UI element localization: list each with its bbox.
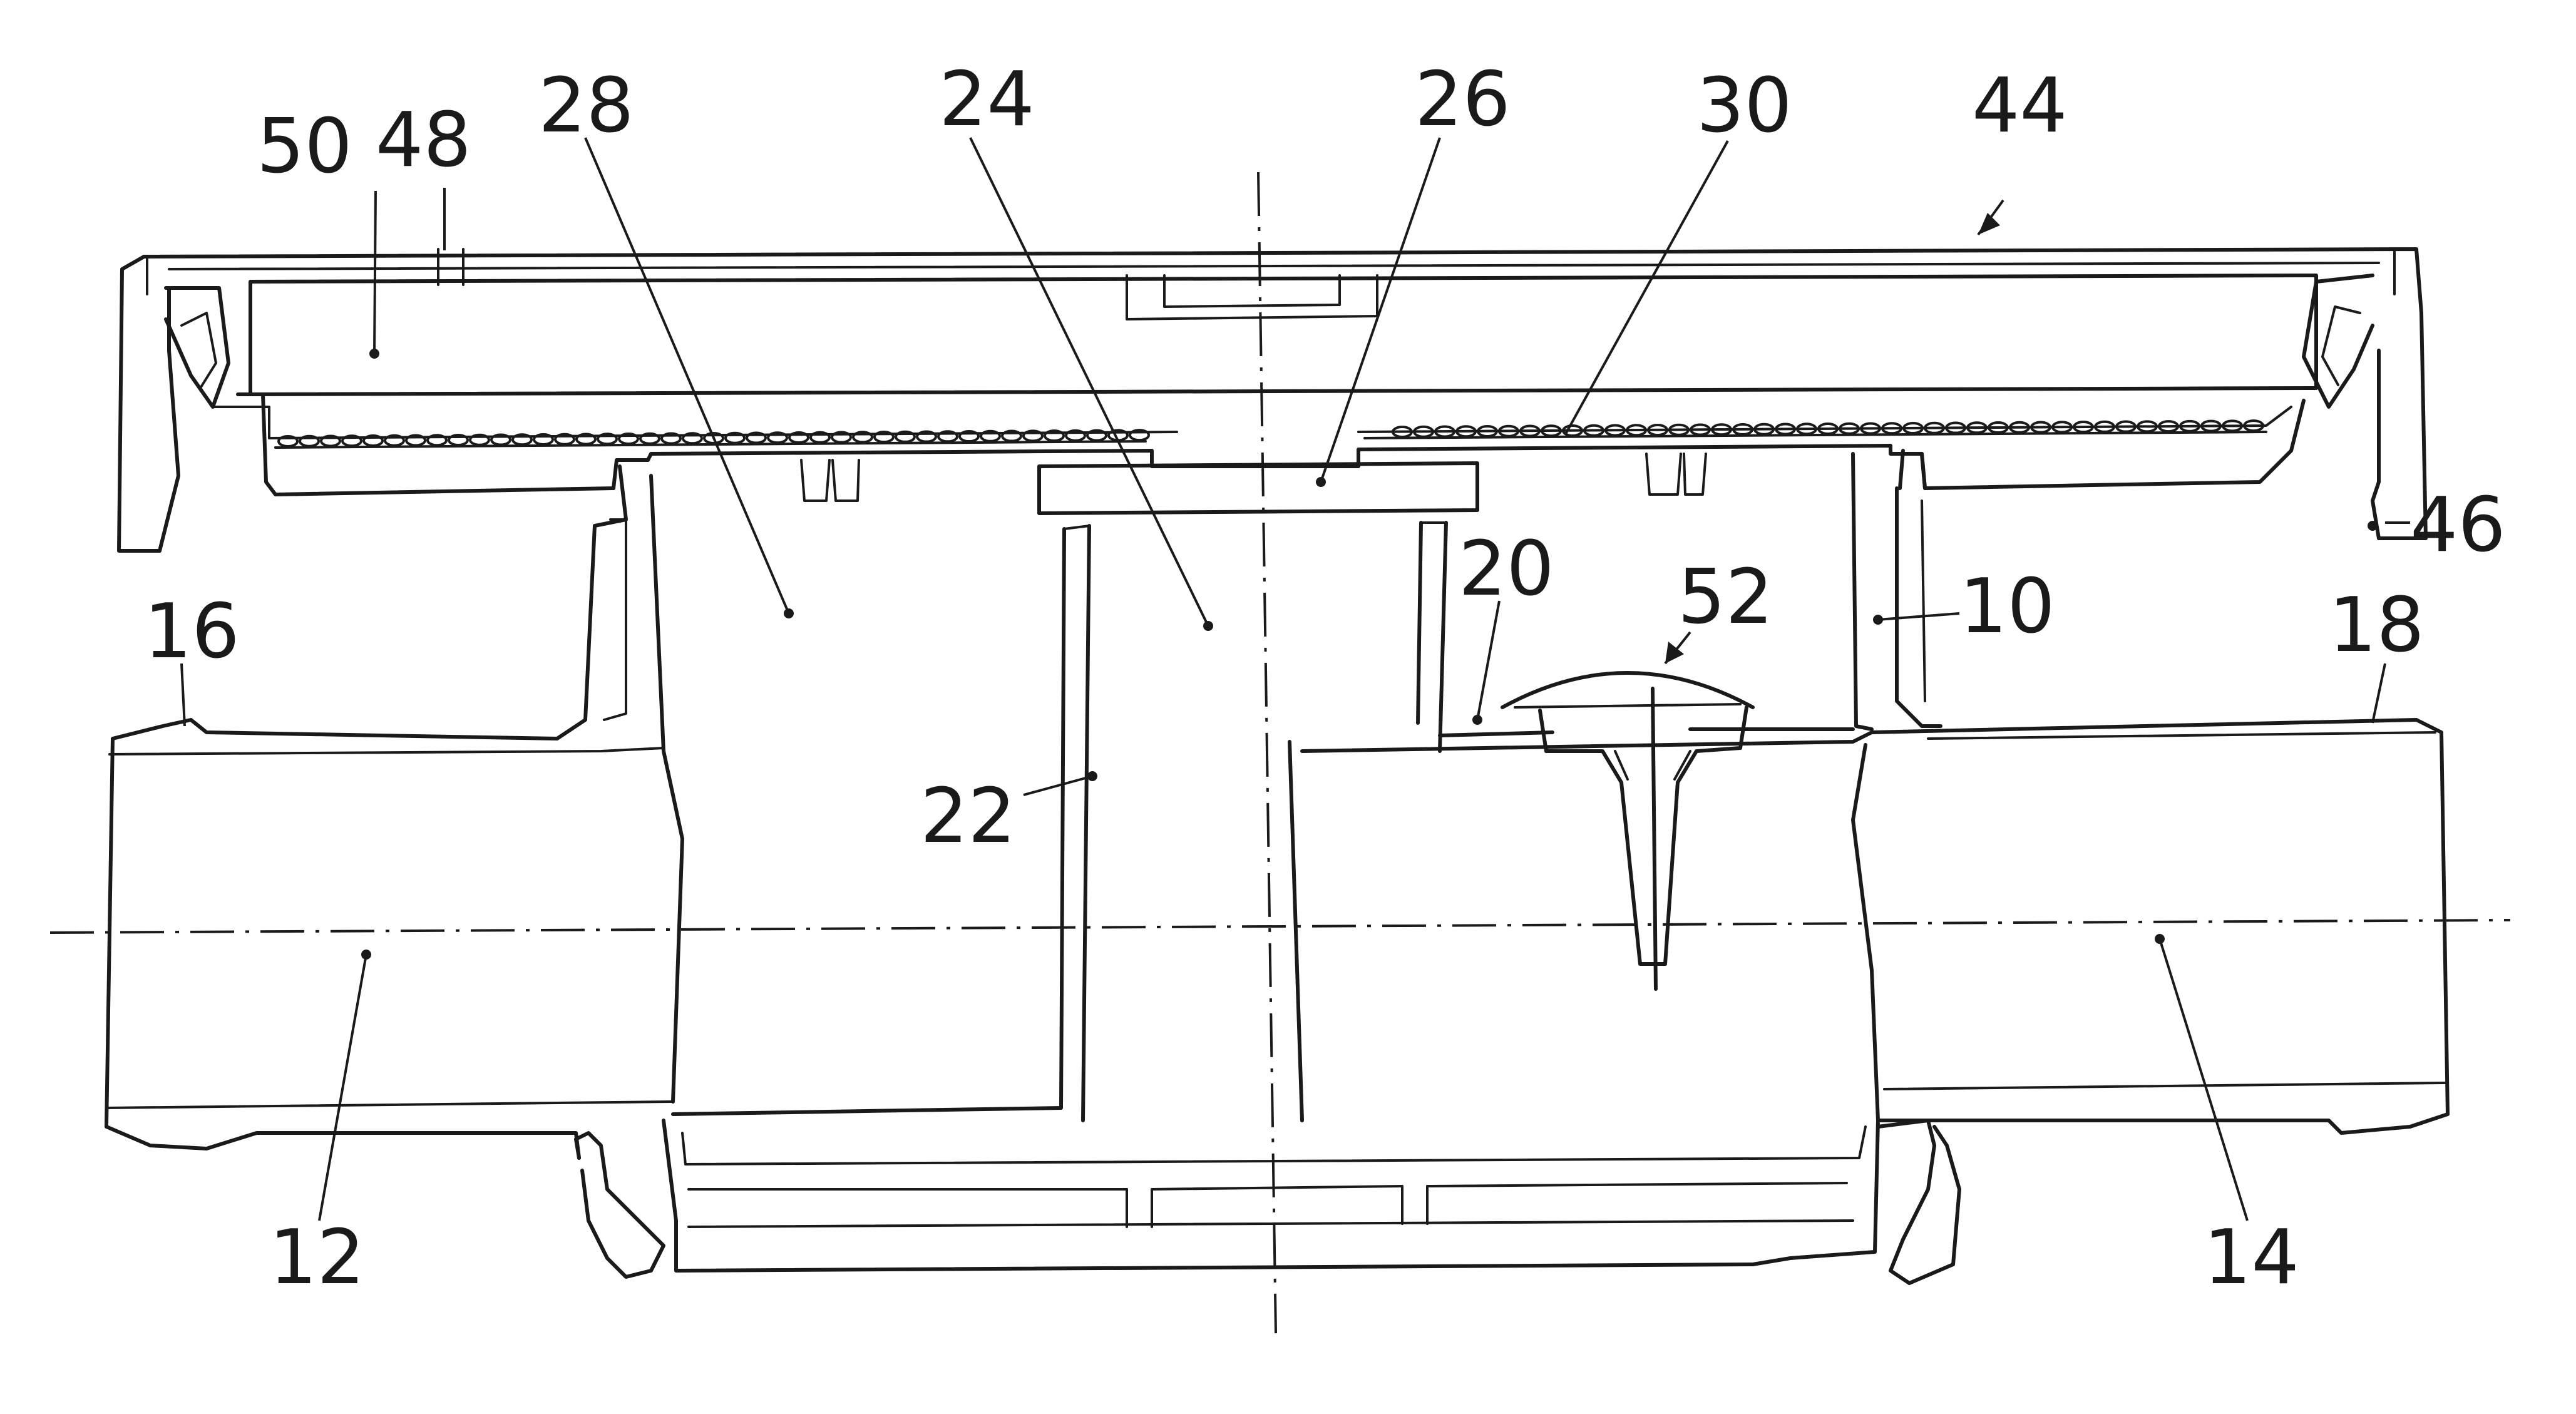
bottom-cap — [576, 1120, 1959, 1283]
label-24: 24 — [939, 56, 1035, 143]
label-48: 48 — [376, 97, 471, 184]
label-10: 10 — [1959, 563, 2055, 650]
label-50: 50 — [257, 103, 352, 190]
label-12: 12 — [269, 1214, 365, 1301]
label-14: 14 — [2204, 1214, 2299, 1301]
label-28: 28 — [538, 63, 634, 150]
vertical-center-axis — [1258, 172, 1276, 1333]
plate-26 — [1039, 463, 1477, 513]
label-44: 44 — [1972, 63, 2068, 150]
cover-44 — [119, 249, 2426, 551]
label-26: 26 — [1415, 56, 1511, 143]
horizontal-center-axis — [50, 920, 2510, 933]
inlet-12 — [106, 466, 682, 1158]
housing-10 — [213, 394, 2304, 501]
label-16: 16 — [144, 588, 240, 675]
label-22: 22 — [920, 773, 1016, 860]
label-18: 18 — [2329, 582, 2425, 669]
label-52: 52 — [1678, 554, 1773, 641]
label-30: 30 — [1696, 63, 1792, 150]
label-46: 46 — [2410, 482, 2506, 569]
valve-52 — [1440, 673, 1853, 989]
label-20: 20 — [1459, 526, 1554, 613]
